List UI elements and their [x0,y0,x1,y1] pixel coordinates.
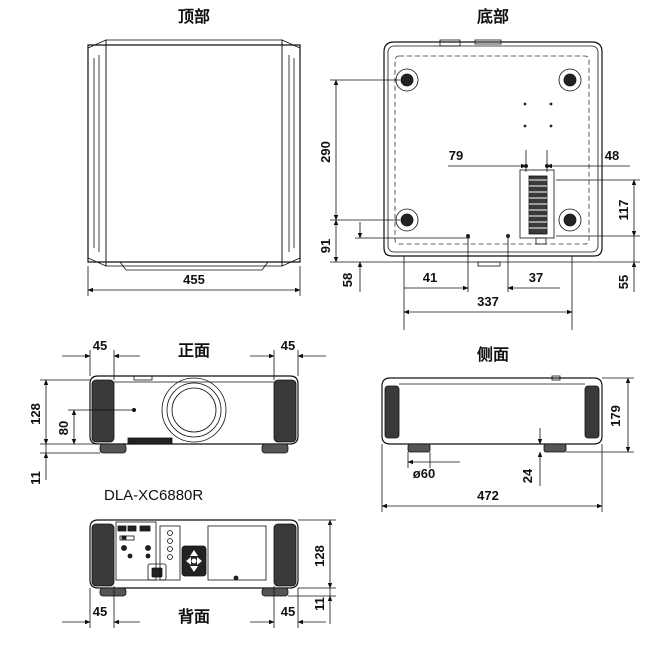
dim-label-back-11: 11 [312,597,327,611]
dim-label-front-45-right: 45 [281,338,295,353]
back-left-grille [91,523,115,587]
dim-label-179: 179 [608,405,623,427]
front-outline [89,375,299,445]
bottom-dashed-frame [394,55,590,245]
dim-label-337: 337 [477,294,499,309]
top-panel [105,39,283,267]
front-lens [161,377,227,443]
dim-label-front-128: 128 [28,403,43,425]
top-front-lip [119,261,269,271]
front-view: 正面 45 45 128 80 [28,338,326,485]
side-foot-front [407,443,431,453]
back-foot-right [261,587,289,597]
dim-label-24: 24 [520,468,535,483]
side-rear-grille [584,385,600,439]
dim-label-79: 79 [449,148,463,163]
side-view: 侧面 179 ø60 24 472 [381,345,634,512]
back-view-title: 背面 [178,607,210,626]
dim-label-back-128: 128 [312,545,327,567]
front-left-grille [91,379,115,443]
side-foot-rear [543,443,567,453]
dim-label-front-11: 11 [28,471,43,485]
bottom-view: 底部 [318,7,640,330]
front-foot-left [99,443,127,454]
top-outline [87,44,301,263]
front-foot-right [261,443,289,454]
model-name: DLA-XC6880R [104,487,203,504]
back-right-grille [273,523,297,587]
dim-label-back-45-right: 45 [281,604,295,619]
dim-label-117: 117 [616,200,631,221]
bottom-outline [383,41,603,257]
dim-label-58: 58 [340,273,355,287]
bottom-foot-front-left [395,68,419,92]
dim-label-55: 55 [616,275,631,289]
dim-label-front-45-left: 45 [93,338,107,353]
bottom-foot-rear-right [558,208,582,232]
side-outline [381,377,603,445]
back-power-inlet [147,563,167,581]
dim-label-290: 290 [318,141,333,163]
dim-label-48: 48 [605,148,619,163]
dim-label-foot-dia: ø60 [413,466,435,481]
top-left-edge-lines [93,55,100,252]
bottom-foot-rear-left [395,208,419,232]
back-terminal-panel [115,521,157,581]
back-control-buttons [159,525,181,581]
top-right-edge-lines [288,55,295,252]
front-right-grille [273,379,297,443]
back-view: 128 11 45 45 背面 [62,519,336,628]
dim-label-37: 37 [529,270,543,285]
bottom-foot-front-right [558,68,582,92]
top-view: 顶部 455 [87,7,301,296]
bottom-view-title: 底部 [477,7,509,26]
back-dpad [181,545,207,577]
top-view-title: 顶部 [178,7,210,26]
dim-label-472: 472 [477,488,499,503]
dim-label-455: 455 [183,272,205,287]
bottom-vent [519,169,555,245]
dim-label-back-45-left: 45 [93,604,107,619]
side-front-grille [384,385,400,439]
side-view-title: 侧面 [477,345,509,364]
dim-label-front-80: 80 [56,421,71,435]
dim-label-41: 41 [423,270,437,285]
front-view-title: 正面 [178,341,210,360]
dim-label-91: 91 [318,239,333,253]
back-foot-left [99,587,127,597]
